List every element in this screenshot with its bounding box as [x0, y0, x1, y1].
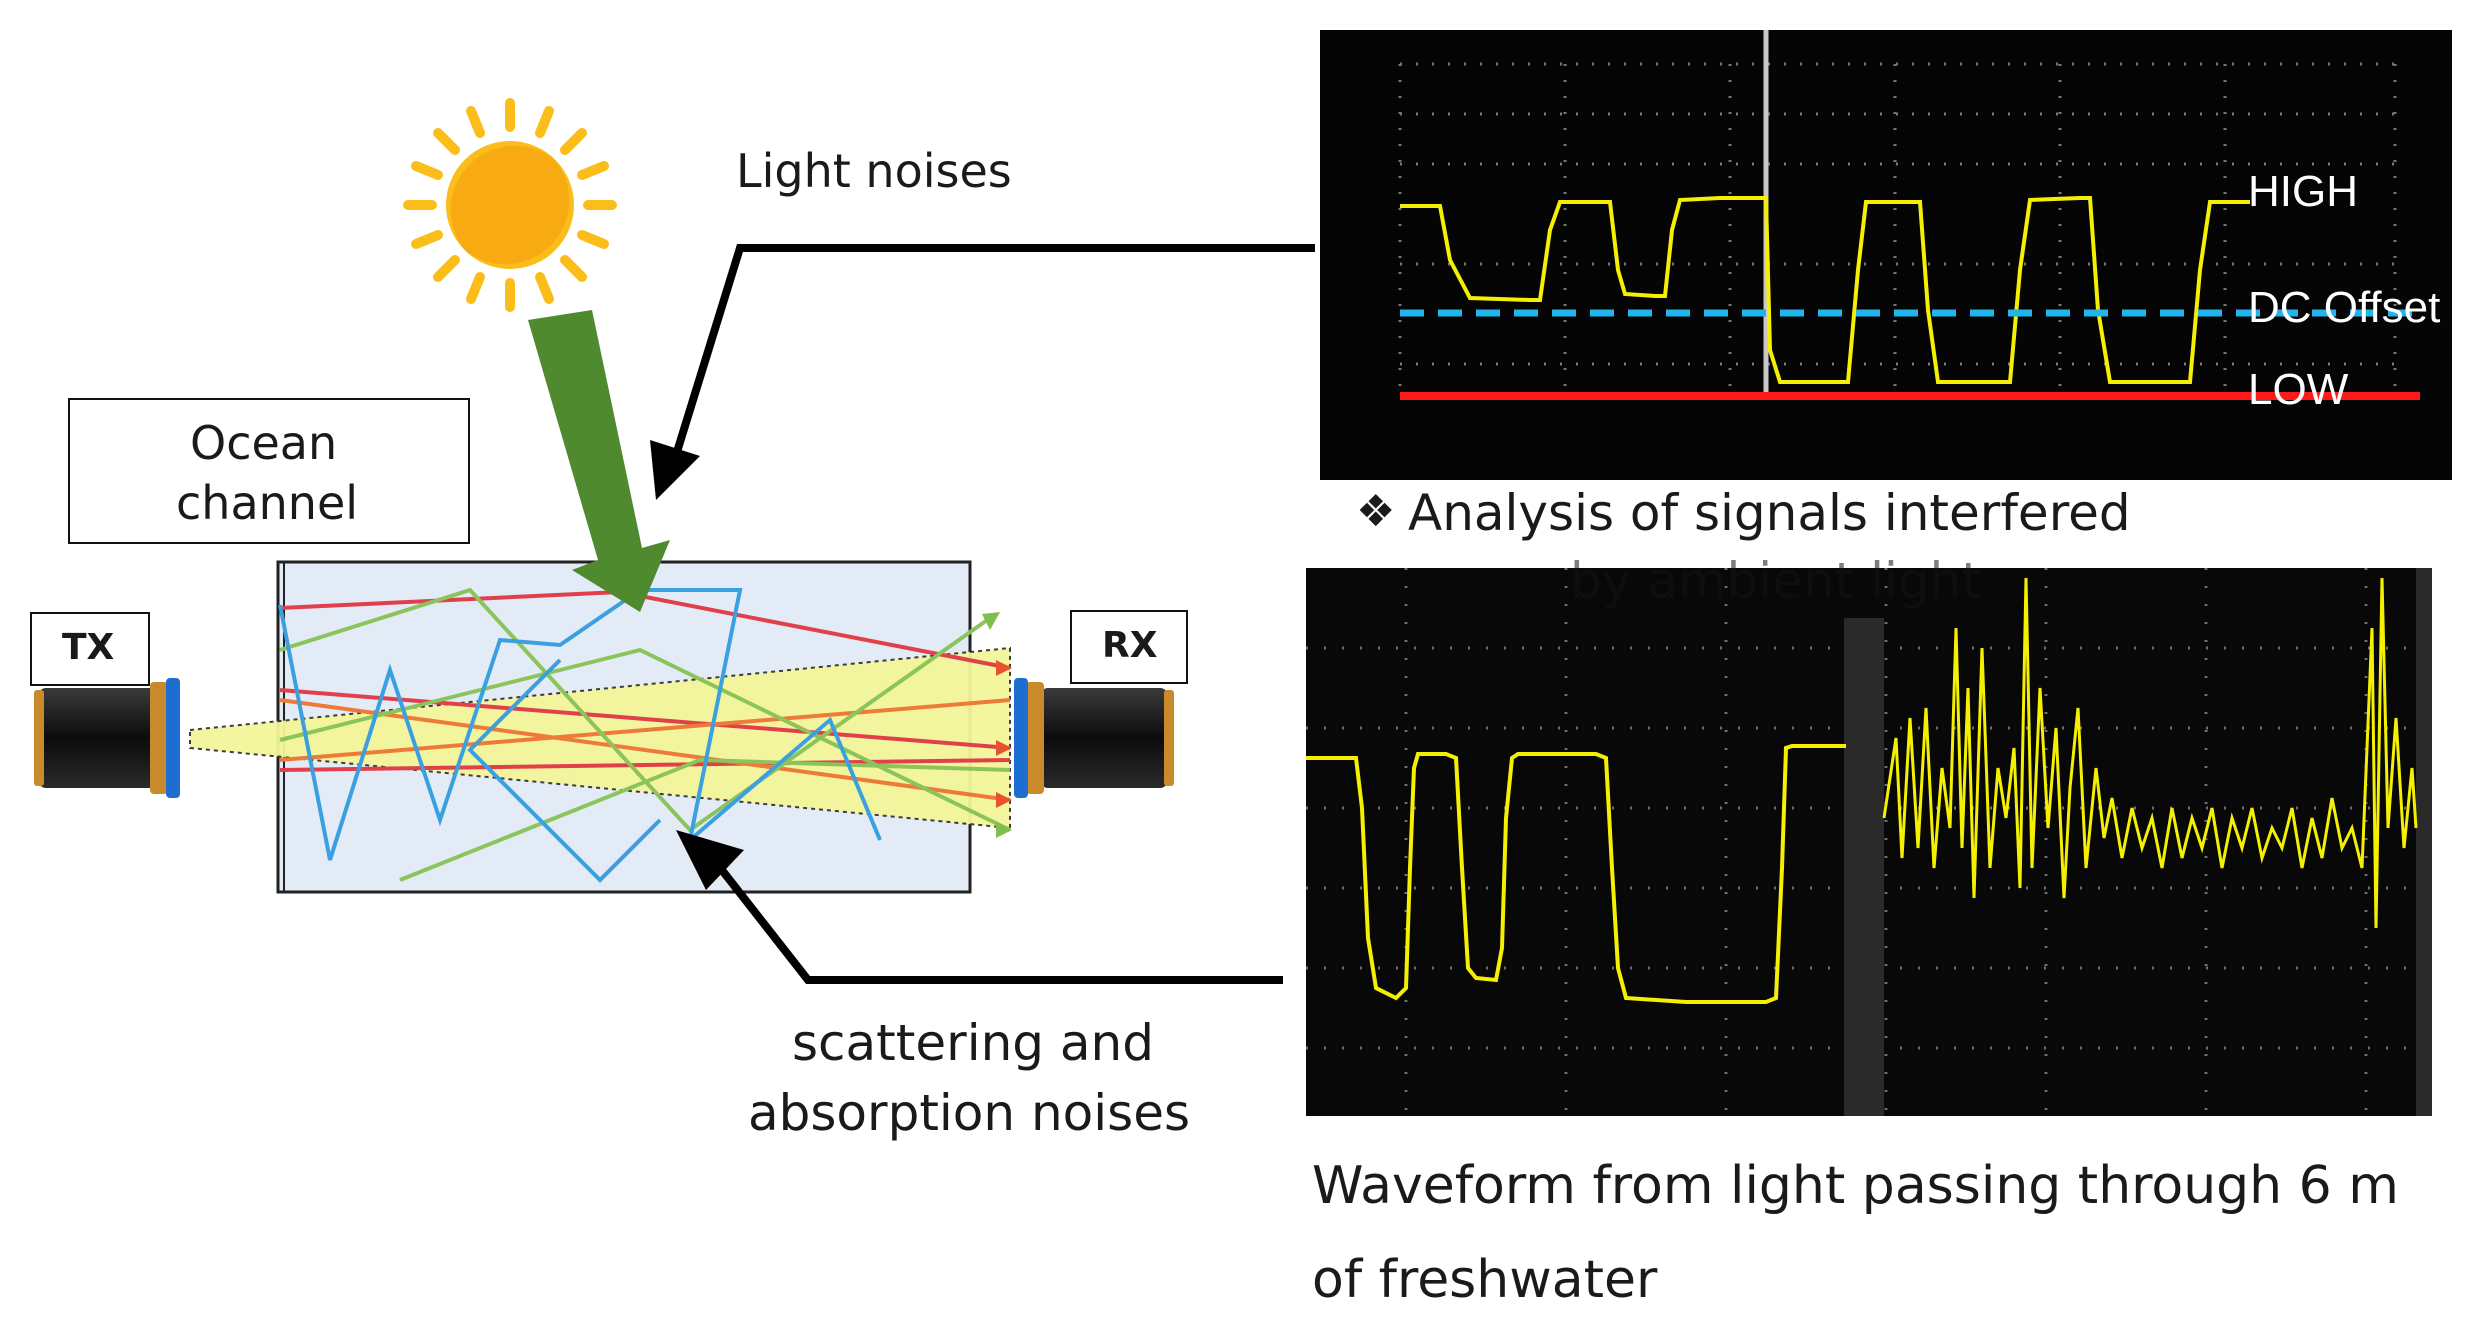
light-noises-label: Light noises — [736, 144, 1012, 198]
noisy-signal-trace — [1882, 577, 2418, 929]
scope-grid — [1398, 62, 2397, 400]
green-rays — [279, 587, 1011, 882]
clean-signal-trace — [1306, 744, 1846, 1004]
scope-divider-bar — [1844, 618, 1884, 1116]
low-level-label: LOW — [2248, 365, 2349, 414]
light-noise-callout — [668, 244, 1315, 470]
scope-freshwater-plot — [1306, 568, 2432, 1116]
analysis-bullet-icon: ❖ — [1356, 486, 1396, 537]
high-level-label: HIGH — [2248, 167, 2358, 216]
sun-icon — [403, 98, 617, 312]
scope-freshwater — [1306, 568, 2432, 1116]
rx-label: RX — [1102, 625, 1158, 666]
ocean-channel-label-line1: Ocean — [190, 416, 338, 470]
waveform-caption-line1: Waveform from light passing through 6 m — [1312, 1156, 2399, 1216]
dc-offset-level-label: DC Offset — [2248, 283, 2441, 332]
scattering-label-line2: absorption noises — [748, 1084, 1191, 1142]
scattering-callout — [714, 862, 1283, 984]
sunlight-beam-arrow — [528, 310, 670, 612]
analysis-caption-line2: by ambient light — [1570, 552, 1981, 610]
ocean-channel-label-box — [68, 398, 470, 544]
light-cone — [189, 646, 1011, 830]
ray-arrowheads — [996, 660, 1012, 808]
scope2-grid — [1306, 568, 2432, 1116]
rx-label-box — [1070, 610, 1188, 684]
tx-device — [34, 678, 180, 798]
blue-rays — [278, 588, 882, 883]
tx-label: TX — [62, 627, 115, 668]
scope-ambient-light-plot — [1398, 30, 2420, 400]
ocean-channel-label-line2: channel — [176, 476, 359, 530]
orange-rays — [279, 698, 1011, 802]
analysis-caption-line1: Analysis of signals interfered — [1408, 484, 2131, 542]
rx-device — [1014, 678, 1174, 798]
waveform-caption-line2: of freshwater — [1312, 1250, 1658, 1310]
tx-label-box — [30, 612, 150, 686]
scope-ambient-light: HIGH DC Offset LOW — [1320, 30, 2452, 480]
ambient-signal-trace — [1400, 196, 2250, 384]
scattering-label-line1: scattering and — [792, 1014, 1154, 1072]
